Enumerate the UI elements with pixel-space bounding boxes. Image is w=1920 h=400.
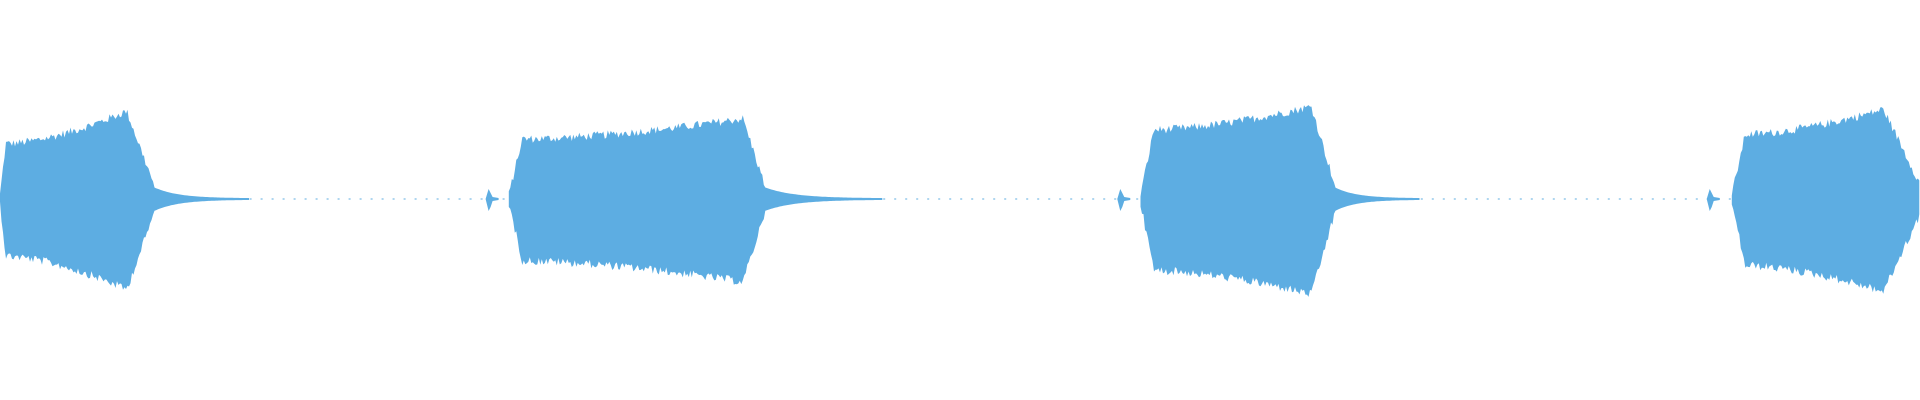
waveform-segment-2 — [508, 115, 883, 285]
waveform-segment-3 — [1140, 105, 1420, 297]
waveform-segment-4 — [1731, 107, 1920, 294]
waveform-transient-blips — [485, 189, 1720, 211]
transient-blip-2 — [1117, 189, 1131, 211]
transient-blip-1 — [485, 189, 499, 211]
waveform-segments — [0, 105, 1920, 297]
waveform-segment-1 — [0, 109, 249, 290]
transient-blip-3 — [1706, 189, 1720, 211]
